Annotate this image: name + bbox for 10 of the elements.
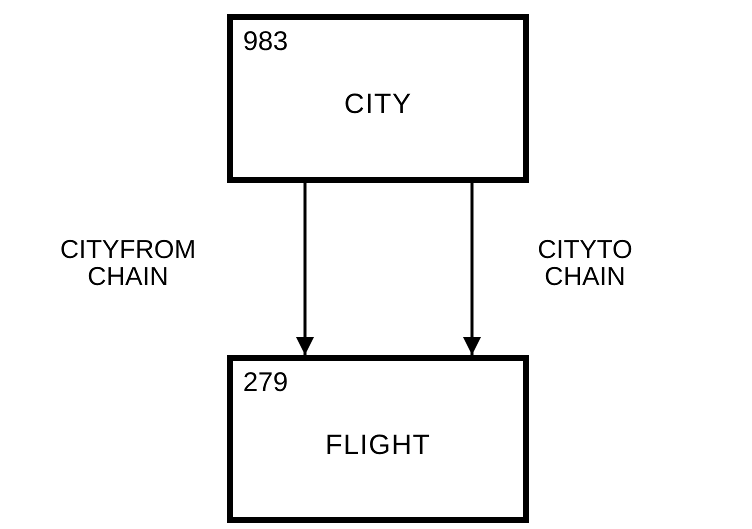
record-count: 279	[243, 367, 288, 398]
arrow	[296, 183, 314, 355]
entity-name: FLIGHT	[324, 429, 432, 461]
edge-label: CITYFROM CHAIN	[59, 236, 197, 291]
entity-box	[227, 14, 529, 183]
record-count: 983	[243, 26, 288, 57]
arrow	[463, 183, 481, 355]
entity-name: CITY	[343, 88, 413, 120]
entity-box	[227, 355, 529, 523]
edge-label: CITYTO CHAIN	[536, 236, 634, 291]
